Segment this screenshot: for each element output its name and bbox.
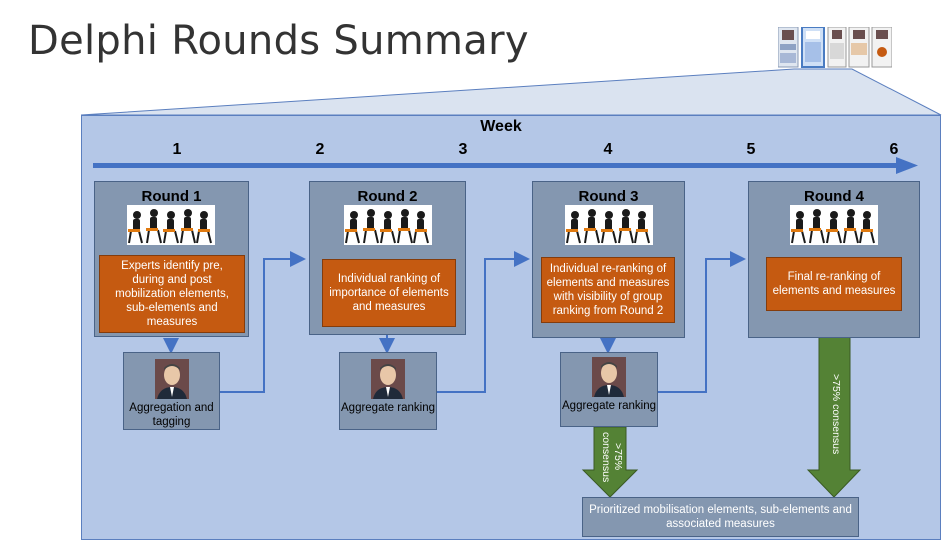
aggregation-box: Aggregate ranking [560,352,658,427]
aggregation-box: Aggregate ranking [339,352,437,430]
week-number: 1 [172,141,182,158]
week-number: 4 [603,141,613,158]
expert-portrait-icon [592,357,626,397]
people-meeting-icon [127,205,215,245]
aggregation-label: Aggregate ranking [562,400,656,412]
aggregation-label: Aggregation and tagging [129,402,214,428]
slide-thumbnails-icon[interactable] [778,27,892,69]
consensus-arrow [581,426,639,498]
week-number: 2 [315,141,325,158]
week-number: 3 [458,141,468,158]
aggregation-label: Aggregate ranking [341,402,435,414]
round-task: Individual ranking of importance of elem… [322,259,456,327]
week-number: 5 [746,141,756,158]
page-title: Delphi Rounds Summary [28,18,529,64]
round-title: Round 3 [578,188,639,205]
people-meeting-icon [344,205,432,245]
expert-portrait-icon [155,359,189,399]
people-meeting-icon [790,205,878,245]
round-title: Round 1 [141,188,202,205]
aggregation-box: Aggregation and tagging [123,352,220,430]
week-label: Week [480,118,522,135]
round-task: Individual re-ranking of elements and me… [541,257,675,323]
result-box: Prioritized mobilisation elements, sub-e… [582,497,859,537]
round-task: Final re-ranking of elements and measure… [766,257,902,311]
consensus-label: >75% consensus [830,373,842,455]
consensus-arrow [806,311,862,498]
expert-portrait-icon [371,359,405,399]
week-number: 6 [889,141,899,158]
people-meeting-icon [565,205,653,245]
round-title: Round 2 [357,188,418,205]
round-title: Round 4 [804,188,864,205]
consensus-label: >75% consensus [600,432,624,483]
round-task: Experts identify pre, during and post mo… [99,255,245,333]
